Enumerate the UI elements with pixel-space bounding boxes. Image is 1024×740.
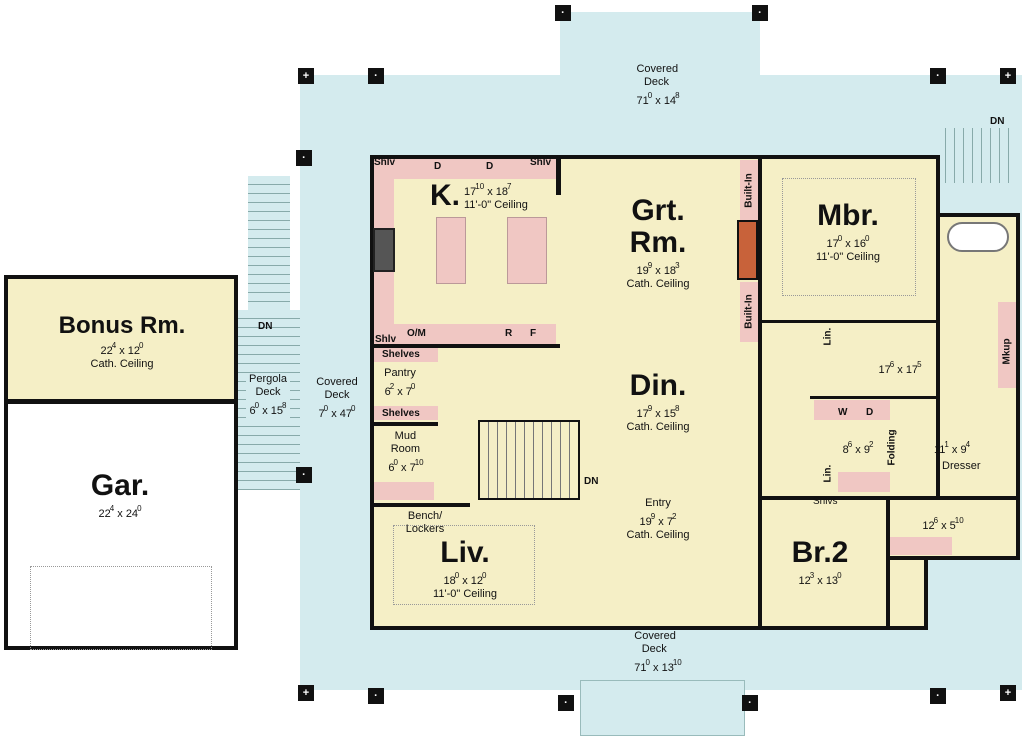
- dryer-label: D: [866, 407, 874, 418]
- bath2-vanity: [890, 537, 952, 555]
- freezer-label: F: [530, 328, 537, 339]
- washer-dryer: [814, 400, 890, 420]
- stairs-down-label: DN: [990, 116, 1005, 127]
- master-closet-label: 111 x 94: [933, 440, 971, 456]
- post-icon: ·: [752, 5, 768, 21]
- pantry-shelves-bottom: [374, 406, 438, 420]
- bench-lockers: [374, 482, 434, 500]
- post-icon: ·: [296, 150, 312, 166]
- pantry-shelves-top: [374, 348, 438, 362]
- built-in-label: Built-In: [743, 294, 755, 329]
- folding-label: Folding: [886, 429, 898, 466]
- built-in-bottom: [740, 282, 758, 342]
- closet2: [886, 556, 928, 630]
- kitchen-island: [507, 217, 547, 284]
- wall-wing-divider: [758, 320, 940, 323]
- shelf-label: Shlv: [375, 334, 397, 345]
- master-wing: [758, 155, 940, 500]
- post-icon: ·: [296, 467, 312, 483]
- washer-label: W: [838, 407, 848, 418]
- built-in-label: Built-In: [743, 173, 755, 208]
- bedroom2-wing: [758, 496, 890, 630]
- linen-label: Lin.: [822, 327, 834, 346]
- master-bath-label: 176 x 175: [878, 360, 922, 376]
- house-interior: [370, 155, 762, 630]
- wall-pantry: [370, 422, 438, 426]
- post-icon: +: [298, 685, 314, 701]
- wall-liv-top: [370, 503, 470, 507]
- post-icon: ·: [930, 68, 946, 84]
- fireplace-icon: [737, 220, 758, 280]
- shelves-label: Shelves: [382, 349, 420, 360]
- covered-deck-top-bump: [560, 12, 760, 82]
- garage-door[interactable]: [30, 566, 212, 650]
- oven-microwave-label: O/M: [407, 328, 426, 339]
- bench-lockers-label: Bench/ Lockers: [405, 510, 445, 535]
- bath2-label: 126 x 510: [922, 516, 964, 532]
- garage-label: Gar.224 x 240: [90, 469, 150, 521]
- liv-ceiling-outline: [393, 525, 535, 605]
- refrigerator-label: R: [505, 328, 513, 339]
- stairs-left: [248, 176, 290, 310]
- bath2-wing: [886, 496, 1020, 560]
- wall-laundry: [810, 396, 940, 399]
- kitchen-counter-top: [374, 159, 556, 179]
- bathtub-icon: [947, 222, 1009, 252]
- interior-stairs[interactable]: [478, 420, 580, 500]
- kitchen-island-sink: [436, 217, 466, 284]
- master-vanity: [998, 302, 1016, 388]
- shelves-label: Shlvs: [813, 496, 838, 507]
- shelf-label: Shlv: [530, 157, 552, 168]
- kitchen-counter-bottom: [374, 324, 556, 344]
- laundry-counter: [838, 472, 890, 492]
- shelves-label: Shelves: [382, 408, 420, 419]
- post-icon: ·: [555, 5, 571, 21]
- covered-deck-bottom-bump: [580, 680, 745, 736]
- stairs-right: [937, 128, 1017, 183]
- post-icon: +: [1000, 68, 1016, 84]
- dresser-label: Dresser: [942, 460, 981, 472]
- stairs-down-label: DN: [258, 321, 273, 332]
- post-icon: ·: [558, 695, 574, 711]
- laundry-label: 86 x 92: [842, 440, 874, 456]
- post-icon: ·: [930, 688, 946, 704]
- dishwasher-label: D: [434, 161, 442, 172]
- post-icon: ·: [368, 688, 384, 704]
- wall-kitchen-bottom: [370, 344, 560, 348]
- shelf-label: Shlv: [374, 157, 396, 168]
- built-in-top: [740, 160, 758, 220]
- post-icon: +: [1000, 685, 1016, 701]
- mbr-ceiling-outline: [782, 178, 916, 296]
- post-icon: ·: [742, 695, 758, 711]
- wall-kitchen-grt: [556, 155, 561, 195]
- linen-label: Lin.: [822, 464, 834, 483]
- post-icon: ·: [368, 68, 384, 84]
- post-icon: +: [298, 68, 314, 84]
- stairs-down-label: DN: [584, 476, 599, 487]
- makeup-label: Mkup: [1001, 338, 1013, 365]
- range-icon: [373, 228, 395, 272]
- dishwasher-label: D: [486, 161, 494, 172]
- garage: [4, 400, 238, 650]
